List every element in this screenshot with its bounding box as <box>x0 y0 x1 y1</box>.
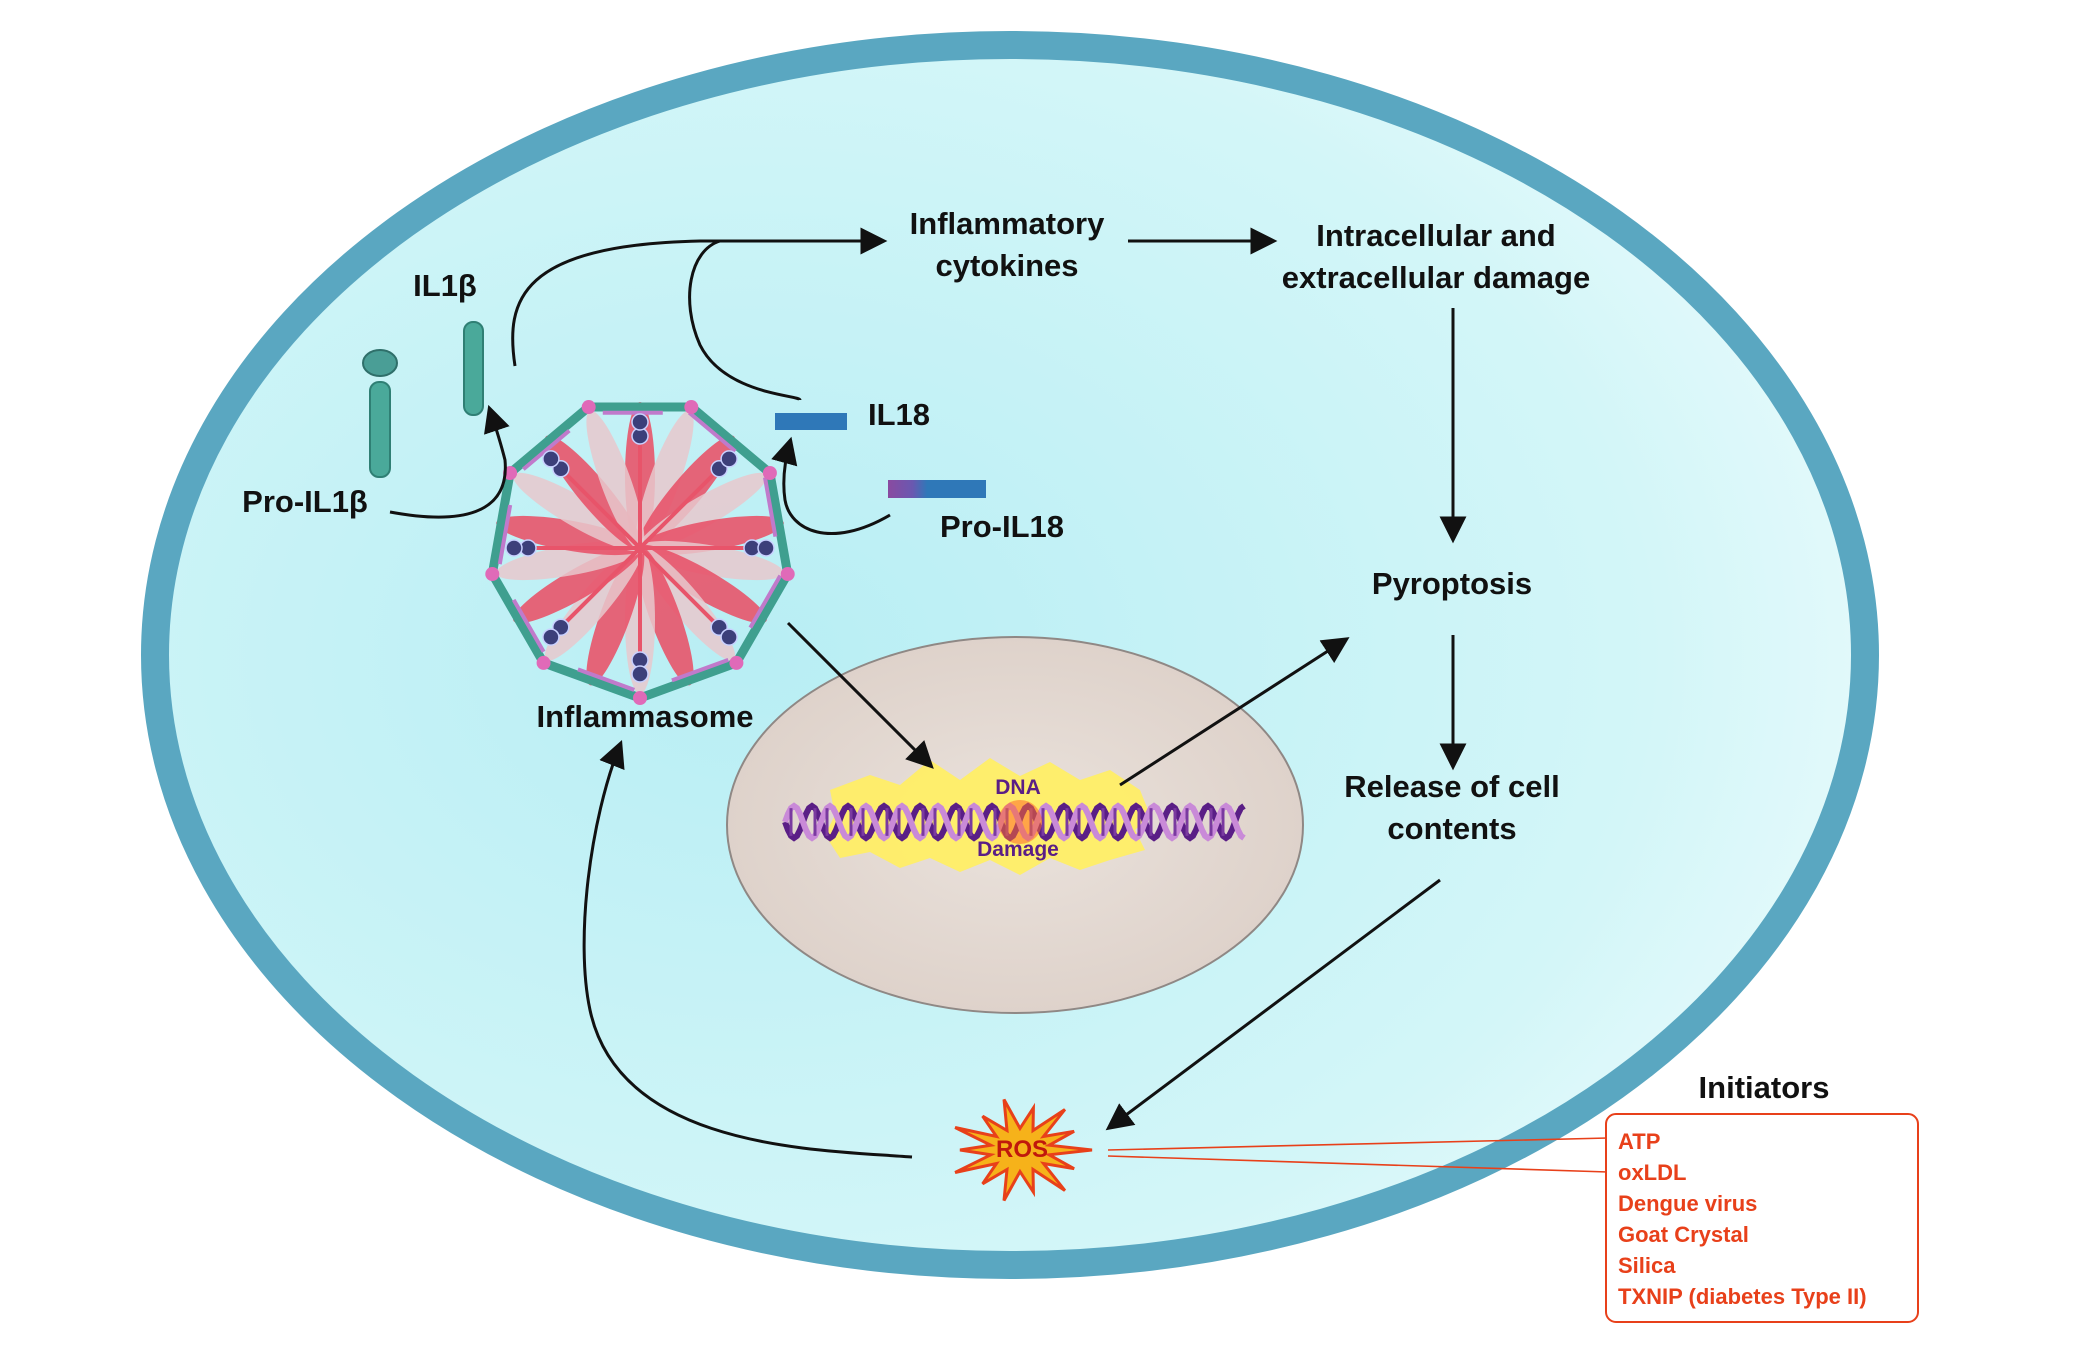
inflammasome-petal <box>637 540 784 581</box>
release-line2: contents <box>1387 811 1516 846</box>
adaptor-bead <box>505 539 523 557</box>
pathway-arrows <box>389 227 1467 1159</box>
dna-label: DNA <box>995 776 1041 799</box>
initiator-item: TXNIP (diabetes Type II) <box>1618 1284 1867 1309</box>
inflammasome-petal <box>586 410 645 551</box>
ring-node <box>729 655 744 670</box>
release-line1: Release of cell <box>1344 769 1559 804</box>
ring-node <box>581 400 596 415</box>
inflammasome-label: Inflammasome <box>536 699 753 734</box>
ring-node <box>485 567 500 582</box>
initiator-item: oxLDL <box>1618 1160 1686 1185</box>
adaptor-bead <box>757 539 775 557</box>
il18-label: IL18 <box>868 397 930 432</box>
ring-node <box>536 655 551 670</box>
il18-protein-icon <box>775 413 847 430</box>
initiator-item: Silica <box>1618 1253 1676 1278</box>
pro-il1b-protein-icon <box>362 349 398 478</box>
il1b-protein-icon <box>463 321 484 416</box>
initiator-item: Dengue virus <box>1618 1191 1757 1216</box>
adaptor-bead <box>631 665 649 683</box>
il1b-label: IL1β <box>413 268 477 303</box>
damage-burst-icon <box>998 800 1042 844</box>
initiators-title: Initiators <box>1699 1070 1830 1105</box>
inflammasome-spoke <box>638 546 719 627</box>
inflammatory-cytokines-line1: Inflammatory <box>910 206 1105 241</box>
adaptor-bead <box>542 450 560 468</box>
initiator-connectors <box>1107 1137 1609 1173</box>
inflammasome-spoke <box>561 546 642 627</box>
adaptor-bead <box>720 450 738 468</box>
ring-node <box>633 691 647 705</box>
adaptor-bead <box>631 413 649 431</box>
pro-il1b-label: Pro-IL1β <box>242 484 368 519</box>
inflammasome-petal <box>586 545 645 686</box>
damage-line1: Intracellular and <box>1316 218 1555 253</box>
ros-label: ROS <box>996 1136 1048 1163</box>
initiator-item: Goat Crystal <box>1618 1222 1749 1247</box>
inflammatory-cytokines-line2: cytokines <box>935 248 1078 283</box>
initiators-box <box>1605 1113 1919 1323</box>
ring-node <box>684 400 699 415</box>
inflammasome-petal <box>496 515 643 556</box>
ring-node <box>762 466 777 480</box>
adaptor-bead <box>542 628 560 646</box>
adaptor-bead <box>720 628 738 646</box>
inflammasome-petal <box>635 410 694 551</box>
ring-node <box>780 567 795 582</box>
inflammasome-spoke <box>561 469 642 550</box>
initiator-item: ATP <box>1618 1129 1660 1154</box>
pro-il18-label: Pro-IL18 <box>940 509 1064 544</box>
inflammasome-complex <box>485 400 795 705</box>
pro-il18-protein-icon <box>888 480 986 498</box>
damage-label: Damage <box>977 838 1059 861</box>
pyroptosis-label: Pyroptosis <box>1372 566 1532 601</box>
inflammasome-spoke <box>638 469 719 550</box>
ros-burst-icon <box>954 1098 1093 1202</box>
damage-line2: extracellular damage <box>1282 260 1590 295</box>
